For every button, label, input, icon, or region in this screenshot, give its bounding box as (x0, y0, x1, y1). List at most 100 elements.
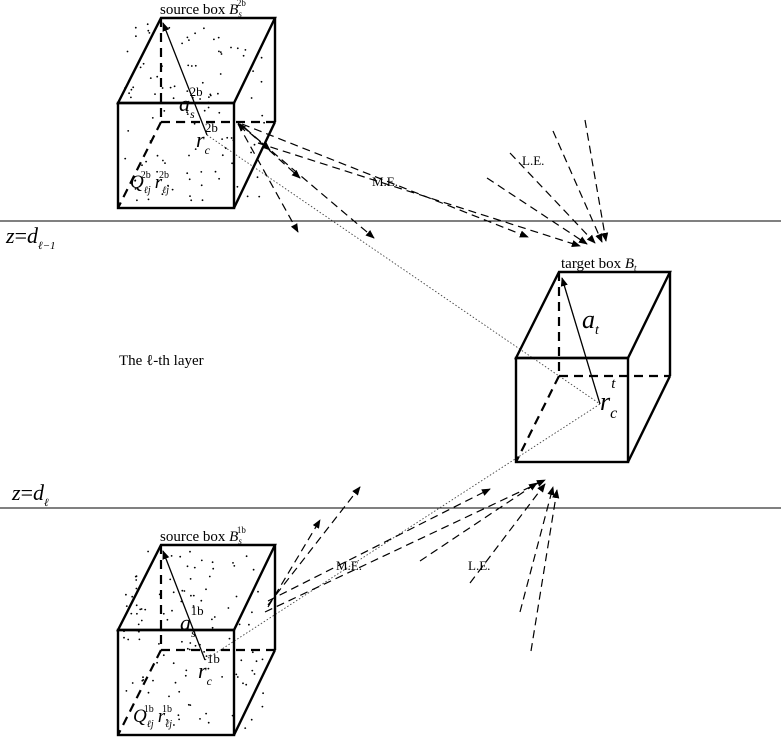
particle (185, 669, 188, 672)
me-top-reverse-arrow (237, 122, 247, 132)
particle (235, 595, 238, 598)
particle (151, 117, 154, 119)
me-label-top: M.E. (372, 174, 398, 189)
particle (221, 154, 224, 157)
particle (173, 724, 175, 726)
particle (147, 691, 150, 694)
particle (208, 96, 210, 98)
particle (246, 195, 249, 198)
r-c-t-label: rct (600, 376, 617, 422)
particle (224, 147, 227, 150)
particle (258, 195, 261, 198)
particle (203, 109, 206, 112)
particle (145, 160, 148, 163)
particle (186, 111, 189, 114)
particle (251, 611, 253, 614)
particle (235, 673, 238, 676)
particle (139, 66, 142, 69)
particle (236, 47, 239, 50)
particle (172, 591, 175, 594)
particle (164, 162, 166, 165)
particle (230, 46, 232, 49)
particle (256, 176, 259, 179)
particle (248, 623, 250, 626)
particle (188, 648, 191, 651)
particle (152, 679, 154, 682)
particle (211, 626, 214, 629)
target-box-label: target box Bt (561, 256, 637, 273)
particle (250, 151, 253, 154)
particle (125, 593, 127, 596)
particle (157, 180, 160, 183)
particle (186, 90, 189, 92)
particle (147, 550, 150, 553)
particle (242, 682, 244, 685)
particle (194, 32, 197, 35)
particle (181, 589, 184, 592)
particle (226, 136, 229, 139)
particle (186, 172, 189, 175)
particle (194, 644, 197, 647)
particle (261, 705, 264, 708)
a-s-1b-label: as1b (180, 603, 204, 640)
particle (245, 683, 248, 686)
particle (140, 619, 143, 622)
particle (200, 184, 203, 187)
particle (189, 704, 192, 706)
particle (244, 727, 247, 729)
particle (189, 550, 191, 553)
particle (140, 608, 143, 610)
particle (127, 130, 130, 132)
particle (134, 179, 137, 182)
particle (218, 177, 221, 180)
particle (213, 38, 215, 41)
particle (200, 559, 203, 562)
particle (192, 594, 195, 597)
particle (183, 590, 186, 592)
particle (181, 640, 183, 643)
particle (149, 77, 152, 79)
particle (199, 98, 202, 100)
particle (192, 605, 195, 607)
particle (187, 64, 190, 67)
particle (162, 612, 165, 615)
particle (251, 669, 254, 672)
particle (261, 114, 264, 117)
particle (141, 164, 143, 167)
particle (250, 718, 253, 721)
particle (163, 110, 166, 112)
particle (201, 81, 204, 84)
particle (211, 618, 213, 621)
particle (244, 49, 247, 51)
particle (147, 198, 150, 201)
target-box (514, 270, 672, 464)
particle (140, 183, 143, 185)
particle (193, 566, 196, 569)
particle (168, 695, 170, 698)
particle (158, 643, 160, 645)
particle (127, 638, 130, 641)
particle (205, 655, 208, 657)
particle (188, 154, 190, 157)
particle (135, 35, 137, 38)
particle (193, 122, 196, 125)
particle (170, 555, 173, 557)
le-arrows-bottom (419, 482, 560, 652)
particle (156, 75, 159, 78)
particle (220, 53, 223, 55)
particle (186, 36, 189, 39)
lower-interface-label: z=dℓ (11, 480, 49, 509)
particle (189, 195, 191, 198)
particle (148, 32, 151, 34)
radius-arrow-target (560, 277, 601, 405)
particle (126, 50, 129, 53)
particle (200, 599, 203, 602)
particle (171, 609, 173, 612)
particle (125, 690, 128, 692)
le-label-bottom: L.E. (468, 558, 490, 573)
a-t-label: at (582, 305, 600, 338)
source-box-bottom-front-face (116, 628, 236, 737)
particle (233, 565, 236, 567)
particle (177, 714, 180, 717)
